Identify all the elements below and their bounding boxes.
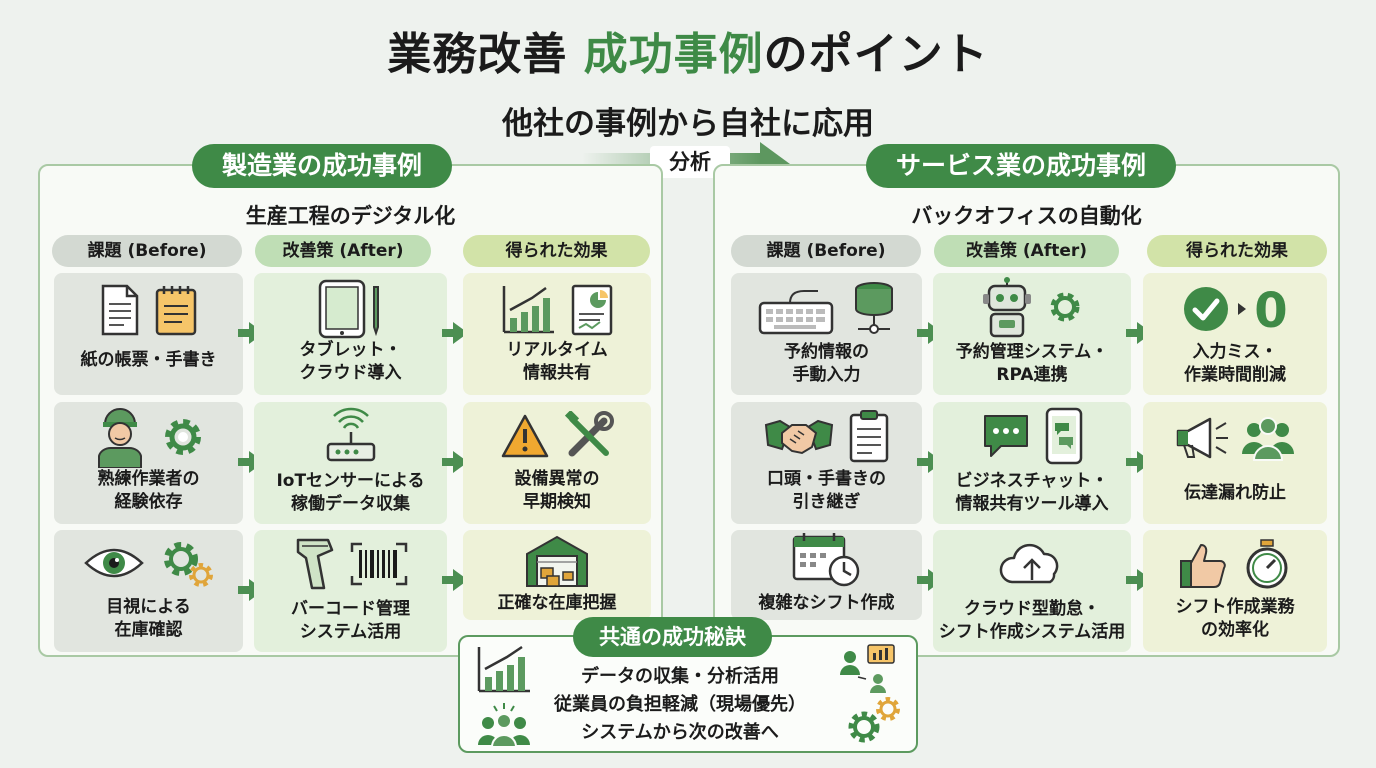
title-part1: 業務改善 xyxy=(387,29,584,80)
card-label: 複雑なシフト作成 xyxy=(758,593,895,613)
card-label: 予約情報の 手動入力 xyxy=(784,342,869,385)
svc-row2-after: ビジネスチャット・ 情報共有ツール導入 xyxy=(933,402,1131,524)
keyboard-icon xyxy=(758,281,838,341)
before-header: 課題 (Before) xyxy=(731,235,921,267)
report-icon xyxy=(570,284,614,340)
service-panel: サービス業の成功事例 バックオフィスの自動化 課題 (Before) 改善策 (… xyxy=(713,144,1340,657)
check-icon xyxy=(1182,285,1230,337)
gears-icon xyxy=(159,537,215,593)
page-title: 業務改善 成功事例のポイント xyxy=(0,18,1376,82)
smartphone-icon xyxy=(1045,407,1083,469)
card-label: 紙の帳票・手書き xyxy=(80,350,217,370)
page-subtitle: 他社の事例から自社に応用 xyxy=(502,106,874,142)
secret-item: 従業員の負担軽減（現場優先） xyxy=(554,694,806,715)
mfg-row2-effect: 設備異常の 早期検知 xyxy=(463,402,651,524)
common-secret-list: データの収集・分析活用 従業員の負担軽減（現場優先） システムから次の改善へ xyxy=(530,663,830,747)
manufacturing-subtitle: 生産工程のデジタル化 xyxy=(245,204,456,228)
card-label: タブレット・ クラウド導入 xyxy=(299,340,402,383)
card-label: 目視による 在庫確認 xyxy=(106,597,191,640)
svc-row1-effect: 0 入力ミス・ 作業時間削減 xyxy=(1143,273,1327,395)
card-label: 伝達漏れ防止 xyxy=(1184,483,1286,503)
svc-row1-after: 予約管理システム・ RPA連携 xyxy=(933,273,1131,395)
robot-icon xyxy=(981,276,1033,342)
svc-row1-before: 予約情報の 手動入力 xyxy=(731,273,922,395)
barcode-scanner-icon xyxy=(294,536,336,596)
before-header: 課題 (Before) xyxy=(52,235,242,267)
effect-header: 得られた効果 xyxy=(1147,235,1327,267)
calendar-clock-icon xyxy=(790,531,864,591)
manufacturing-panel: 製造業の成功事例 生産工程のデジタル化 課題 (Before) 改善策 (Aft… xyxy=(38,144,663,657)
tools-icon xyxy=(564,409,614,465)
card-label: シフト作成業務 の効率化 xyxy=(1175,597,1295,640)
handshake-icon xyxy=(764,413,834,463)
chat-icon xyxy=(981,412,1031,464)
card-label: 正確な在庫把握 xyxy=(497,593,617,613)
card-label: 口頭・手書きの 引き継ぎ xyxy=(767,469,886,512)
common-secret-title: 共通の成功秘訣 xyxy=(573,617,772,657)
notepad-icon xyxy=(154,284,198,340)
thumbs-up-icon xyxy=(1179,539,1229,593)
card-label: 熟練作業者の 経験依存 xyxy=(97,469,200,512)
warehouse-icon xyxy=(525,534,589,592)
effect-header: 得られた効果 xyxy=(463,235,650,267)
card-label: リアルタイム 情報共有 xyxy=(506,340,608,383)
mfg-row1-after: タブレット・ クラウド導入 xyxy=(254,273,447,395)
mfg-row3-after: バーコード管理 システム活用 xyxy=(254,530,447,652)
zero-label: 0 xyxy=(1254,283,1288,339)
service-title: サービス業の成功事例 xyxy=(866,144,1177,188)
card-label: ビジネスチャット・ 情報共有ツール導入 xyxy=(955,471,1109,514)
title-part2: のポイント xyxy=(763,29,989,80)
eye-icon xyxy=(83,543,145,587)
small-arrow-icon xyxy=(1236,301,1248,321)
svc-row2-before: 口頭・手書きの 引き継ぎ xyxy=(731,402,922,524)
analyze-label: 分析 xyxy=(650,146,730,178)
cloud-upload-icon xyxy=(996,538,1068,594)
database-icon xyxy=(852,281,896,341)
tablet-icon xyxy=(316,279,386,343)
svc-row3-before: 複雑なシフト作成 xyxy=(731,530,922,620)
presenter-icon xyxy=(838,643,898,697)
card-label: IoTセンサーによる 稼働データ収集 xyxy=(276,471,425,514)
megaphone-icon xyxy=(1174,415,1232,465)
mfg-row2-after: IoTセンサーによる 稼働データ収集 xyxy=(254,402,447,524)
service-subtitle: バックオフィスの自動化 xyxy=(911,204,1142,228)
growth-chart-icon xyxy=(476,645,532,697)
gear-icon xyxy=(161,415,205,463)
mfg-row3-effect: 正確な在庫把握 xyxy=(463,530,651,620)
barcode-icon xyxy=(350,542,408,590)
card-label: 入力ミス・ 作業時間削減 xyxy=(1184,342,1286,385)
worker-icon xyxy=(93,406,147,472)
mfg-row1-effect: リアルタイム 情報共有 xyxy=(463,273,651,395)
document-icon xyxy=(100,284,140,340)
card-label: バーコード管理 システム活用 xyxy=(291,599,410,642)
secret-item: データの収集・分析活用 xyxy=(581,666,779,687)
secret-item: システムから次の改善へ xyxy=(581,722,779,743)
stopwatch-icon xyxy=(1243,538,1291,594)
after-header: 改善策 (After) xyxy=(255,235,431,267)
mfg-row2-before: 熟練作業者の 経験依存 xyxy=(54,402,243,524)
card-label: クラウド型勤怠・ シフト作成システム活用 xyxy=(938,599,1126,642)
gear-icon xyxy=(1047,289,1083,329)
bar-chart-icon xyxy=(500,284,556,340)
manufacturing-title: 製造業の成功事例 xyxy=(192,144,453,188)
mfg-row1-before: 紙の帳票・手書き xyxy=(54,273,243,395)
gears-icon xyxy=(844,695,904,751)
common-secret-box: 共通の成功秘訣 データの収集・分析活用 従業員の負担軽減（現場優先） システムか… xyxy=(458,617,918,753)
warning-icon xyxy=(500,413,550,463)
card-label: 設備異常の 早期検知 xyxy=(514,469,600,512)
clipboard-icon xyxy=(848,409,890,467)
card-label: 予約管理システム・ RPA連携 xyxy=(955,342,1109,385)
svc-row3-after: クラウド型勤怠・ シフト作成システム活用 xyxy=(933,530,1131,652)
group-icon xyxy=(1240,414,1296,466)
after-header: 改善策 (After) xyxy=(934,235,1119,267)
title-highlight: 成功事例 xyxy=(583,29,764,80)
svc-row3-effect: シフト作成業務 の効率化 xyxy=(1143,530,1327,652)
team-icon xyxy=(474,701,534,751)
iot-sensor-icon xyxy=(320,406,382,468)
svc-row2-effect: 伝達漏れ防止 xyxy=(1143,402,1327,524)
mfg-row3-before: 目視による 在庫確認 xyxy=(54,530,243,652)
